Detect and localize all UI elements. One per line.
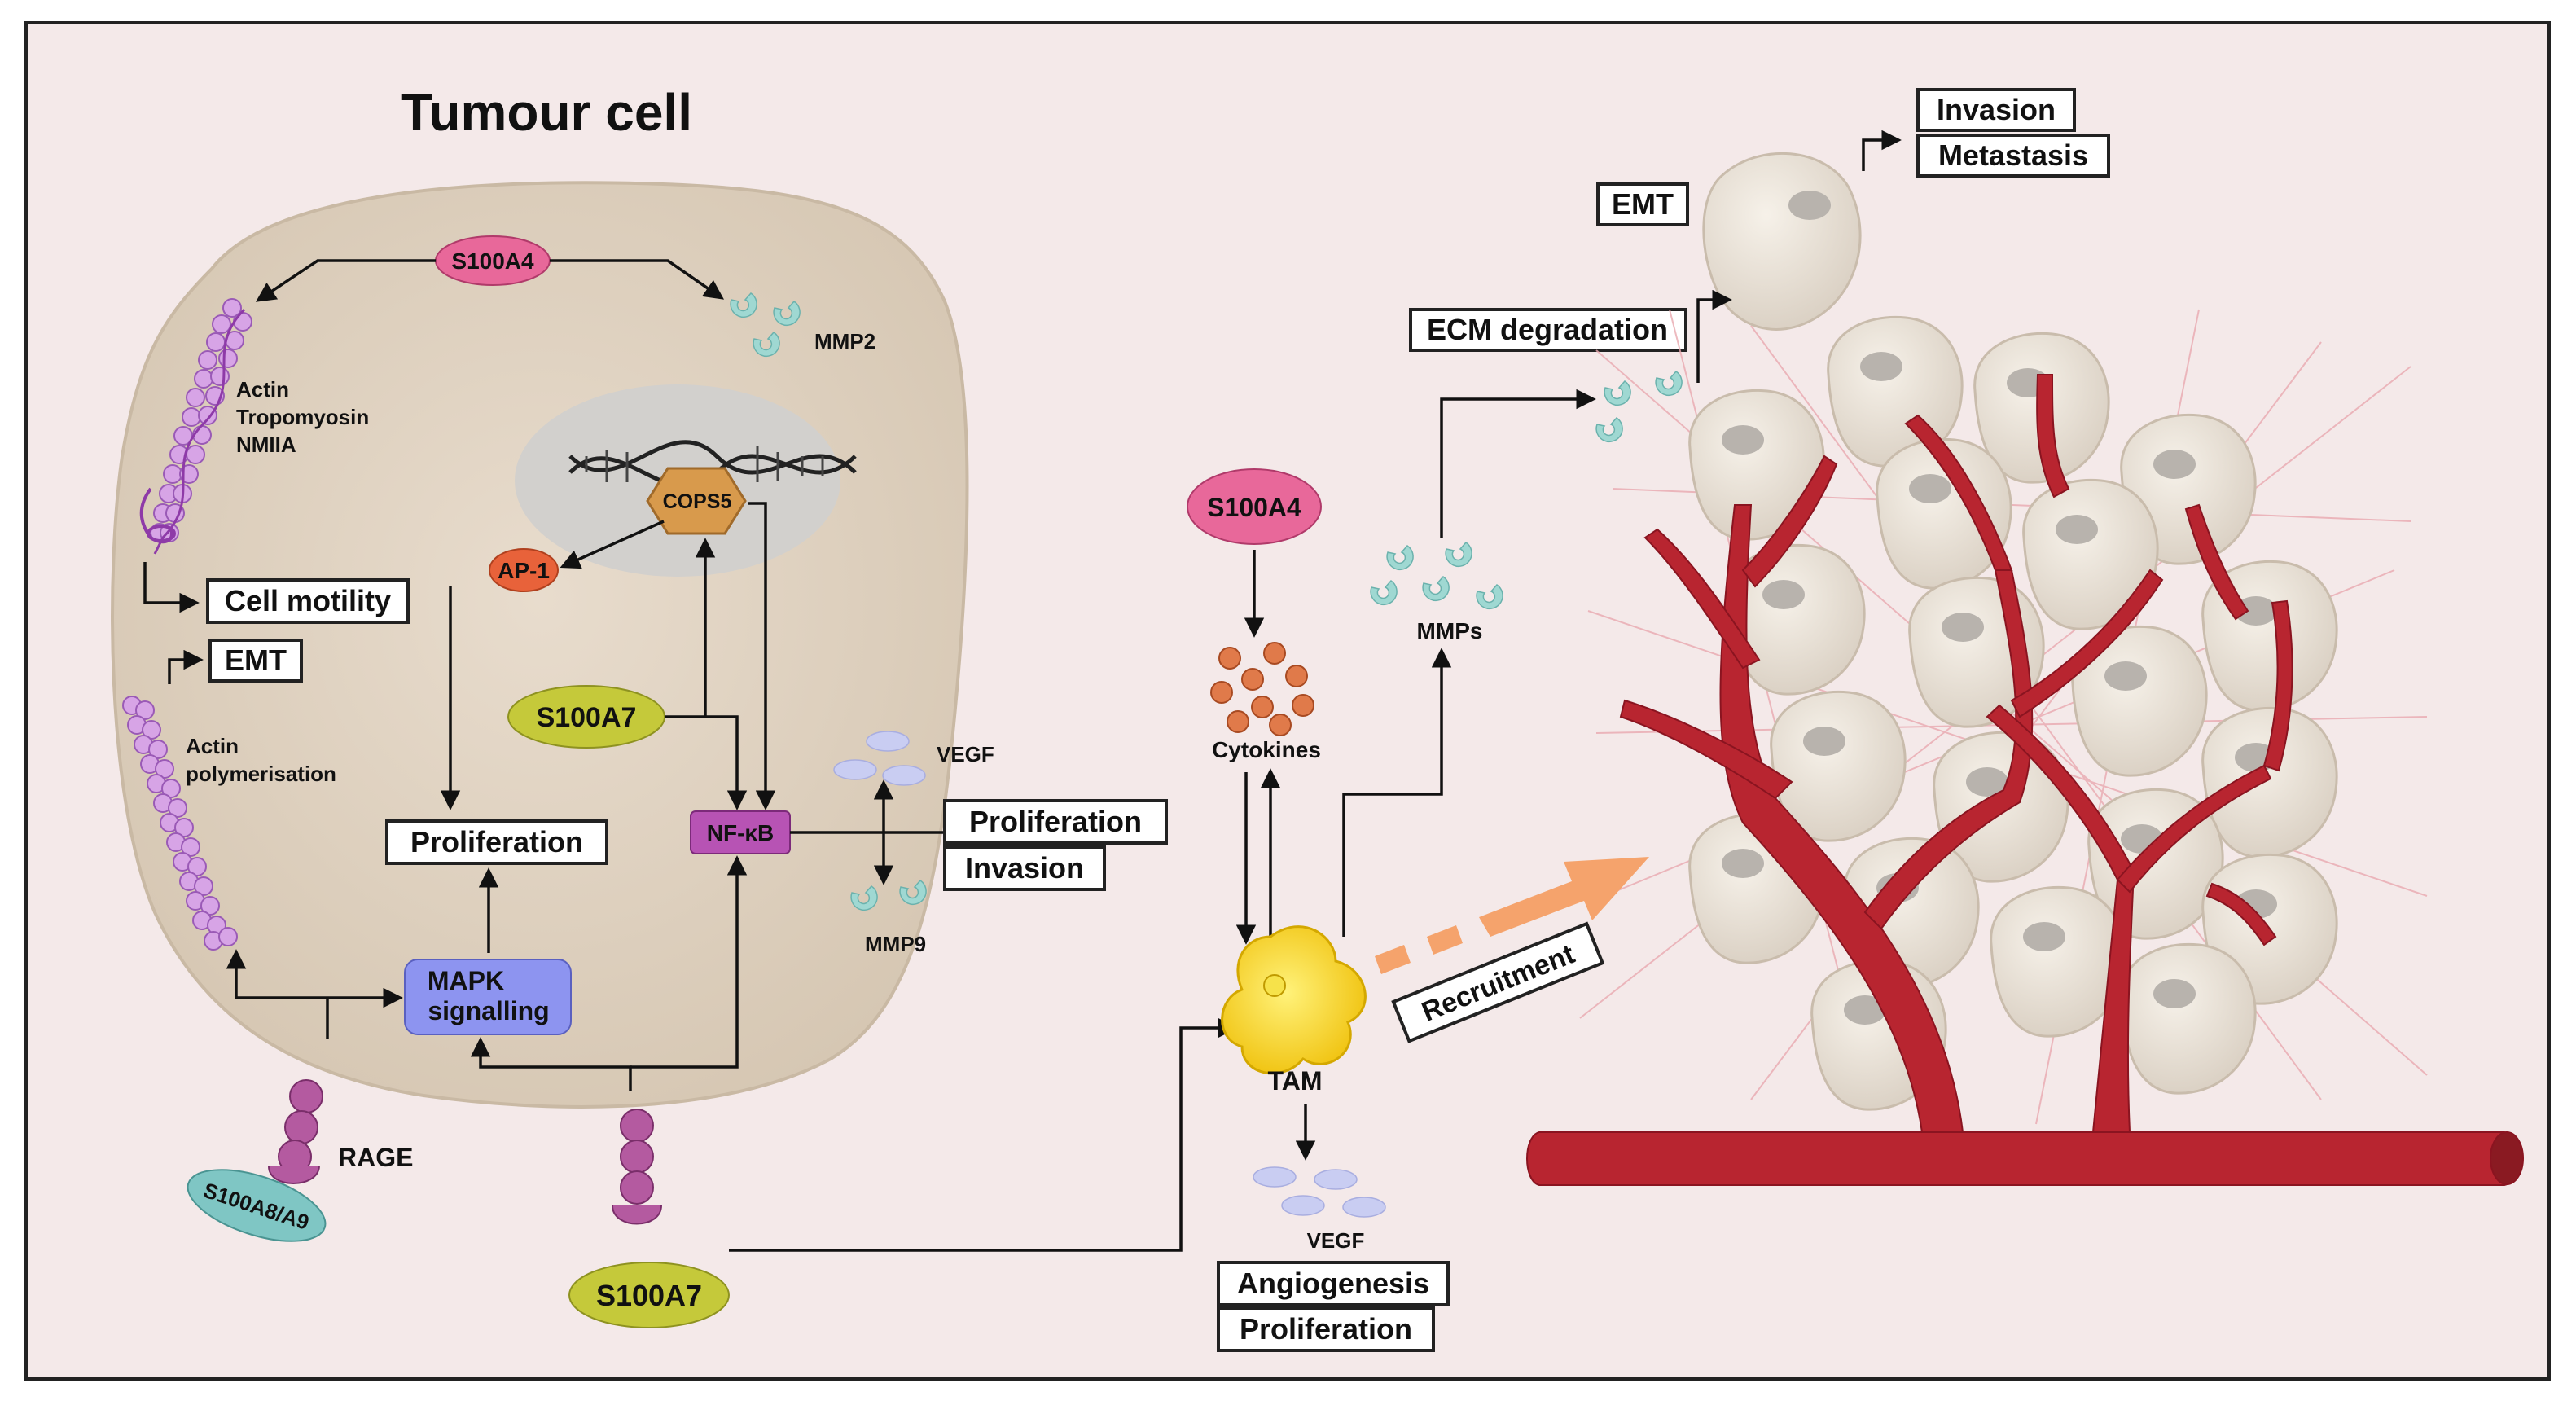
actin-poly-label-2: polymerisation: [186, 762, 336, 786]
arrow-to-invasion-metastasis: [1862, 130, 1902, 171]
angiogenesis-box: [1217, 1261, 1450, 1306]
proliferation-label-left: Proliferation: [410, 825, 583, 858]
s100a4-label-tme: S100A4: [1207, 493, 1301, 522]
angiogenesis-label: Angiogenesis: [1237, 1267, 1429, 1300]
cops5-label: COPS5: [663, 490, 732, 513]
ap1-label: AP-1: [498, 558, 550, 583]
s100a7-label-inner: S100A7: [537, 702, 637, 733]
arrow-to-cell-motility: [143, 562, 200, 613]
emt-box-cell: [208, 639, 303, 683]
blood-vessels: [1526, 374, 2524, 1186]
mapk-label-2: signalling: [428, 996, 549, 1025]
invasion-box-cell: [943, 845, 1106, 891]
recruitment-arrow: [1375, 857, 1649, 974]
ecm-degradation-label: ECM degradation: [1427, 313, 1668, 346]
arrow-s100a7-to-nfkb: [705, 715, 748, 810]
arrow-rage-to-actin: [226, 949, 327, 999]
tam-label: TAM: [1268, 1066, 1323, 1096]
arrow-s100a4-to-actin: [255, 259, 436, 302]
vegf-label-tme: VEGF: [1307, 1228, 1365, 1253]
s100a7-receptor-icon: [612, 1109, 662, 1225]
emt-box-tme: [1596, 182, 1689, 226]
cell-motility-box: [206, 578, 410, 624]
arrow-receptor-to-nfkb: [630, 855, 748, 1069]
metastasis-box: [1916, 134, 2110, 178]
invasion-label-tme: Invasion: [1937, 93, 2056, 126]
proliferation-box-left: [385, 819, 608, 865]
emt-label-cell: EMT: [225, 643, 287, 677]
arrow-s100a7-to-tam: [729, 1017, 1238, 1252]
mmps-label: MMPs: [1417, 618, 1483, 643]
cytokine-molecules: [1210, 642, 1314, 736]
s100a7-node-bottom: [568, 1262, 730, 1328]
rage-label: RAGE: [338, 1143, 413, 1172]
tam-cell-icon: [1221, 925, 1367, 1075]
s100a8a9-node: [187, 1169, 327, 1242]
mmp2-label: MMP2: [814, 329, 875, 354]
rage-receptor-icon: [268, 1079, 323, 1184]
invasion-box-tme: [1916, 88, 2076, 132]
arrow-tam-to-mmps: [1342, 648, 1452, 937]
actin-poly-label-1: Actin: [186, 734, 239, 758]
diagram-title: Tumour cell: [401, 83, 692, 142]
arrow-mmps-to-ecm: [1440, 389, 1596, 538]
cops5-node: [646, 467, 747, 535]
arrow-receptor-to-mapk: [470, 1037, 632, 1091]
nfkb-label: NF-κB: [707, 820, 774, 845]
mapk-node: [404, 959, 572, 1035]
emt-label-tme: EMT: [1612, 187, 1674, 221]
cytokines-label: Cytokines: [1212, 737, 1321, 762]
proliferation-box-right: [943, 799, 1168, 845]
arrow-cops5-to-ap1: [560, 520, 665, 569]
escaping-tumour-cell: [1702, 152, 1862, 331]
mmp9-label: MMP9: [865, 932, 926, 956]
ecm-degradation-box: [1409, 308, 1687, 352]
arrow-to-emt-cell: [168, 649, 204, 684]
proliferation-label-tme: Proliferation: [1240, 1312, 1412, 1346]
nmiia-label: NMIIA: [236, 433, 296, 457]
cell-motility-label: Cell motility: [225, 584, 391, 617]
s100a7-label-bottom: S100A7: [596, 1279, 702, 1312]
mapk-label-1: MAPK: [428, 966, 504, 995]
arrow-ecm-to-escaping-cell: [1696, 289, 1732, 383]
s100a4-label-cell: S100A4: [451, 248, 534, 274]
arrow-cops5-to-nfkb: [748, 502, 776, 810]
s100a4-node-tme: [1187, 468, 1322, 545]
vegf-label-cell: VEGF: [937, 742, 994, 766]
actin-tropomyosin-filament-icon: [139, 298, 252, 555]
actin-label: Actin: [236, 377, 289, 402]
proliferation-box-tme: [1217, 1306, 1435, 1352]
metastasis-label: Metastasis: [1938, 138, 2088, 172]
invasion-label-cell: Invasion: [965, 851, 1084, 885]
arrow-s100a4-to-mmp2: [550, 259, 725, 300]
tropomyosin-label: Tropomyosin: [236, 405, 369, 429]
proliferation-label-right: Proliferation: [969, 805, 1142, 838]
ap1-node: [489, 548, 559, 592]
